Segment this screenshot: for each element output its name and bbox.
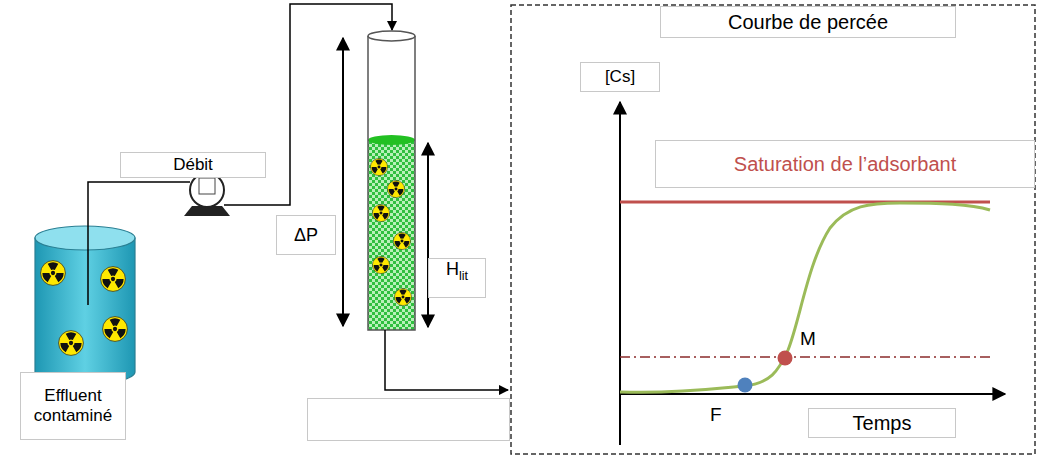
- chart-panel: [511, 5, 1035, 454]
- source-label: Effluent contaminé: [20, 372, 126, 440]
- text-group: Effluent contaminé: [27, 386, 119, 425]
- node-text: Courbe de percée: [728, 11, 888, 33]
- node-text: H: [446, 259, 459, 279]
- node-text: Temps: [853, 412, 912, 434]
- text-group: Saturation de l’adsorbant: [734, 153, 956, 176]
- flow-label: Débit: [120, 152, 266, 178]
- pipe: [88, 182, 190, 305]
- axis-label: Temps: [808, 408, 956, 438]
- effluent-tank: [35, 226, 135, 384]
- axis-label: [Cs]: [580, 62, 660, 92]
- pressure-drop-arrow: [342, 38, 344, 326]
- text-group: Courbe de percée: [728, 11, 888, 34]
- chart-title: Courbe de percée: [660, 6, 956, 38]
- threshold-line: [620, 356, 990, 358]
- node-text: Saturation de l’adsorbant: [734, 153, 956, 175]
- point-f: [738, 378, 753, 393]
- saturation-label: Saturation de l’adsorbant: [655, 140, 1035, 188]
- pipe: [385, 330, 508, 390]
- text-group: Débit: [173, 155, 213, 175]
- x-axis: [620, 393, 1005, 395]
- point-m: [778, 351, 793, 366]
- text-group: ΔP: [294, 225, 318, 246]
- text-group: [Cs]: [605, 67, 635, 87]
- text-group: Temps: [853, 412, 912, 435]
- node-text: Effluent contaminé: [34, 386, 112, 425]
- text-group: Hlit: [446, 259, 468, 283]
- pressure-label: ΔP: [276, 215, 336, 255]
- node-text: Débit: [173, 155, 213, 174]
- point-label: M: [800, 328, 816, 350]
- point-label: F: [710, 404, 722, 426]
- pump: [184, 173, 230, 216]
- subscript: lit: [459, 269, 468, 283]
- bed-height-label: Hlit: [428, 258, 486, 298]
- adsorption-column: [368, 31, 415, 330]
- empty-box: [308, 399, 510, 441]
- node-text: [Cs]: [605, 67, 635, 86]
- breakthrough-curve: [620, 203, 990, 392]
- node-text: ΔP: [294, 225, 318, 245]
- bed-height-arrow: [427, 143, 429, 327]
